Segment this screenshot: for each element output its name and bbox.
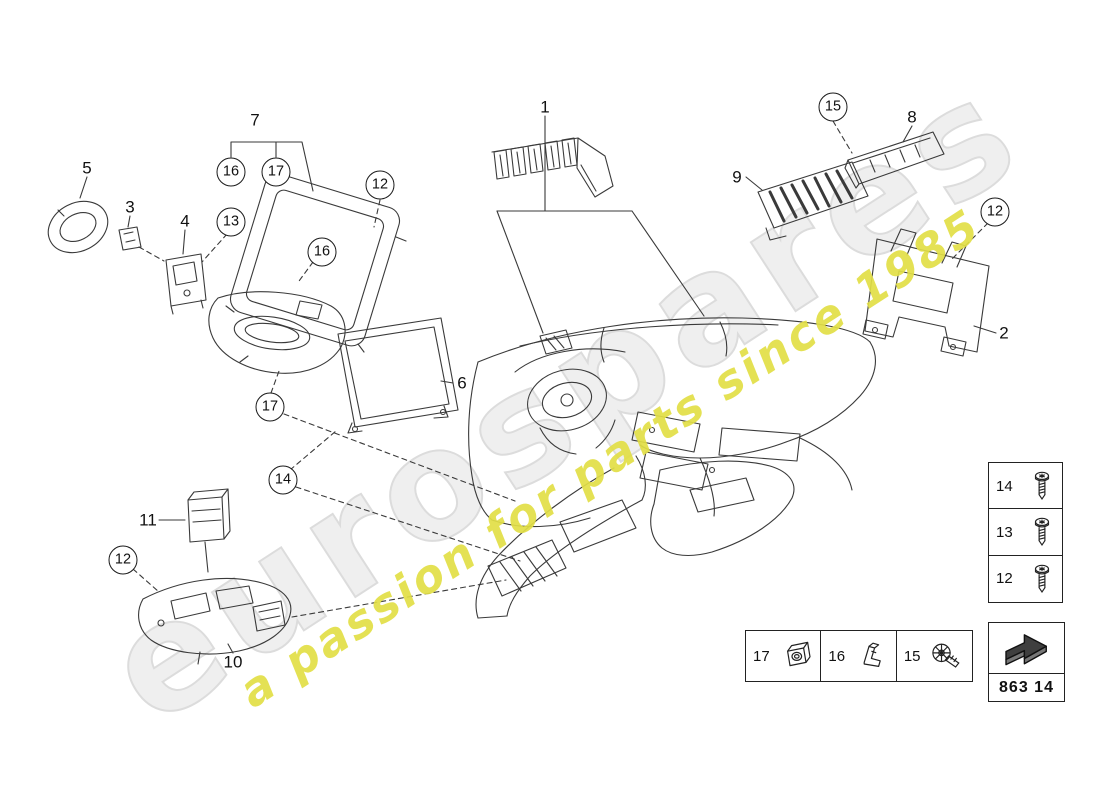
fastener-label-16: 16 — [828, 647, 846, 665]
fastener-label-17: 17 — [753, 647, 770, 665]
callout-1[interactable]: 1 — [540, 97, 550, 117]
fastener-box-17[interactable]: 17 — [745, 630, 822, 682]
callout-14[interactable]: 14 — [268, 465, 298, 495]
callout-7[interactable]: 7 — [250, 110, 260, 130]
eurospares-arrow-icon — [1004, 634, 1047, 666]
torx-pan-screw-icon — [1034, 471, 1050, 501]
part-8-drawing — [844, 131, 945, 189]
callout-2[interactable]: 2 — [999, 323, 1009, 343]
fastener-box-14[interactable]: 14 — [988, 462, 1063, 510]
fastener-label-15: 15 — [903, 647, 921, 665]
callout-12[interactable]: 12 — [980, 197, 1010, 227]
part-2-drawing — [862, 228, 990, 357]
fastener-box-16[interactable]: 16 — [820, 630, 898, 682]
part-3-drawing — [118, 226, 142, 251]
speed-nut-clip-icon — [787, 641, 811, 667]
torx-pan-screw-icon — [1034, 564, 1050, 593]
fastener-box-15[interactable]: 15 — [895, 630, 973, 682]
fastener-box-12[interactable]: 12 — [988, 554, 1063, 603]
callout-3[interactable]: 3 — [125, 197, 135, 217]
callout-16[interactable]: 16 — [307, 237, 337, 267]
leader-lines — [79, 115, 997, 654]
callout-11[interactable]: 11 — [139, 510, 157, 530]
countersunk-screw-icon — [932, 643, 960, 668]
part-11-drawing — [187, 488, 231, 543]
callout-17[interactable]: 17 — [255, 392, 285, 422]
dashboard-drawing — [468, 317, 876, 619]
part-9-drawing — [757, 161, 869, 241]
part-10-drawing — [138, 577, 292, 665]
spring-clip-icon — [864, 642, 882, 667]
torx-pan-screw-icon — [1034, 518, 1050, 547]
callout-8[interactable]: 8 — [907, 107, 917, 127]
callout-9[interactable]: 9 — [732, 167, 742, 187]
leader-lines-dashed — [132, 120, 989, 618]
part-5-drawing — [47, 200, 109, 254]
callout-4[interactable]: 4 — [180, 211, 190, 231]
part-4-drawing — [165, 253, 207, 315]
fastener-label-14: 14 — [996, 477, 1013, 495]
fastener-label-13: 13 — [996, 523, 1013, 541]
part-code: 863 14 — [989, 673, 1064, 701]
fastener-box-13[interactable]: 13 — [988, 508, 1063, 557]
callout-5[interactable]: 5 — [82, 158, 92, 178]
callout-15[interactable]: 15 — [818, 92, 848, 122]
part-7-console-drawing — [208, 291, 346, 374]
fastener-legend-bottom: 17 16 15 — [745, 630, 973, 682]
part-6-drawing — [337, 317, 459, 434]
callout-16[interactable]: 16 — [216, 157, 246, 187]
callout-17[interactable]: 17 — [261, 157, 291, 187]
fastener-label-12: 12 — [996, 570, 1013, 588]
callout-12[interactable]: 12 — [365, 170, 395, 200]
callout-10[interactable]: 10 — [223, 652, 243, 672]
callout-13[interactable]: 13 — [216, 207, 246, 237]
fastener-legend-right: 14 13 — [988, 462, 1063, 603]
part-code-box[interactable]: 863 14 — [988, 622, 1065, 702]
part-1-drawing — [491, 137, 614, 198]
callout-12[interactable]: 12 — [108, 545, 138, 575]
callout-6[interactable]: 6 — [457, 373, 467, 393]
part-code-icon-area — [989, 623, 1064, 673]
